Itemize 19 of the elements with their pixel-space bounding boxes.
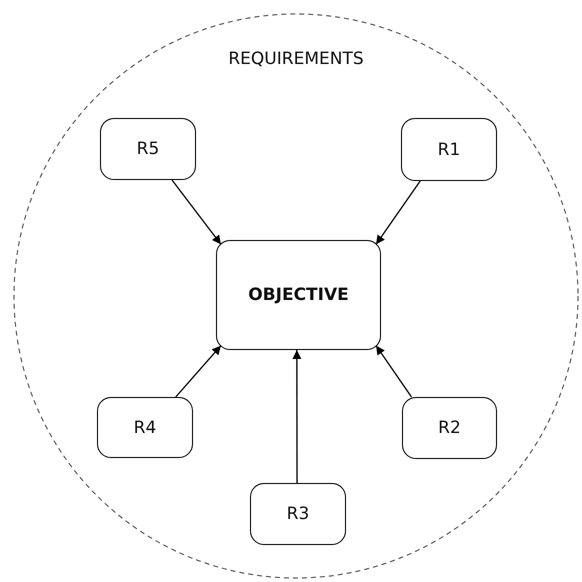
node-label: R5 [136,139,160,159]
requirement-box [401,118,497,181]
dashed-circle [13,13,579,579]
requirement-box [250,483,346,545]
group-heading: REQUIREMENTS [228,49,364,69]
requirement-box [100,118,196,180]
node-label: OBJECTIVE [248,285,349,305]
arrow [376,345,412,398]
arrow [292,350,302,483]
node-label: R4 [134,418,156,438]
arrow [171,180,222,245]
node-label: R2 [438,418,461,438]
arrow [376,180,421,245]
node-label: R3 [286,504,310,524]
node-label: R1 [438,140,460,160]
requirement-box [97,397,193,458]
requirement-box [402,397,497,459]
objective-box [216,240,381,350]
arrow [175,345,222,398]
